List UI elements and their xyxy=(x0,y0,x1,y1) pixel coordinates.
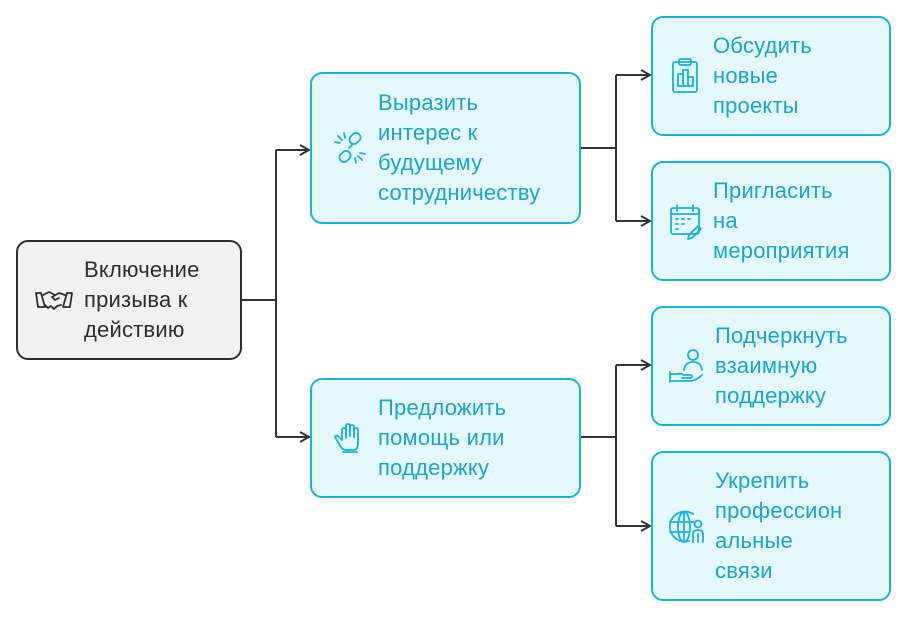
link-break-icon xyxy=(334,132,366,164)
raised-hand-icon xyxy=(334,423,359,453)
leaf-label-professional-links: Укрепить профессион альные связи xyxy=(715,468,843,583)
connector-branch-1-trunk xyxy=(581,75,617,221)
connector-root-trunk xyxy=(242,150,277,437)
leaf-node-mutual-support: Подчеркнуть взаимную поддержку xyxy=(651,306,891,426)
handshake-icon xyxy=(35,291,73,310)
root-node: Включение призыва к действию xyxy=(16,240,242,360)
clipboard-icon xyxy=(672,58,698,93)
leaf-node-professional-links: Укрепить профессион альные связи xyxy=(651,451,891,601)
helping-hand-icon xyxy=(669,349,703,383)
branch-node-interest: Выразить интерес к будущему сотрудничест… xyxy=(310,72,581,224)
globe-person-icon xyxy=(668,510,704,543)
leaf-node-discuss-projects: Обсудить новые проекты xyxy=(651,16,891,136)
leaf-label-mutual-support: Подчеркнуть взаимную поддержку xyxy=(715,323,848,408)
connector-branch-2-trunk xyxy=(581,365,617,526)
root-label: Включение призыва к действию xyxy=(84,257,200,342)
branch-label-interest: Выразить интерес к будущему сотрудничест… xyxy=(378,90,541,205)
leaf-label-invite-events: Пригласить на мероприятия xyxy=(713,178,850,263)
calendar-icon xyxy=(670,204,702,240)
leaf-label-discuss-projects: Обсудить новые проекты xyxy=(713,33,812,118)
branch-node-help: Предложить помощь или поддержку xyxy=(310,378,581,498)
leaf-node-invite-events: Пригласить на мероприятия xyxy=(651,161,891,281)
branch-label-help: Предложить помощь или поддержку xyxy=(378,395,507,480)
